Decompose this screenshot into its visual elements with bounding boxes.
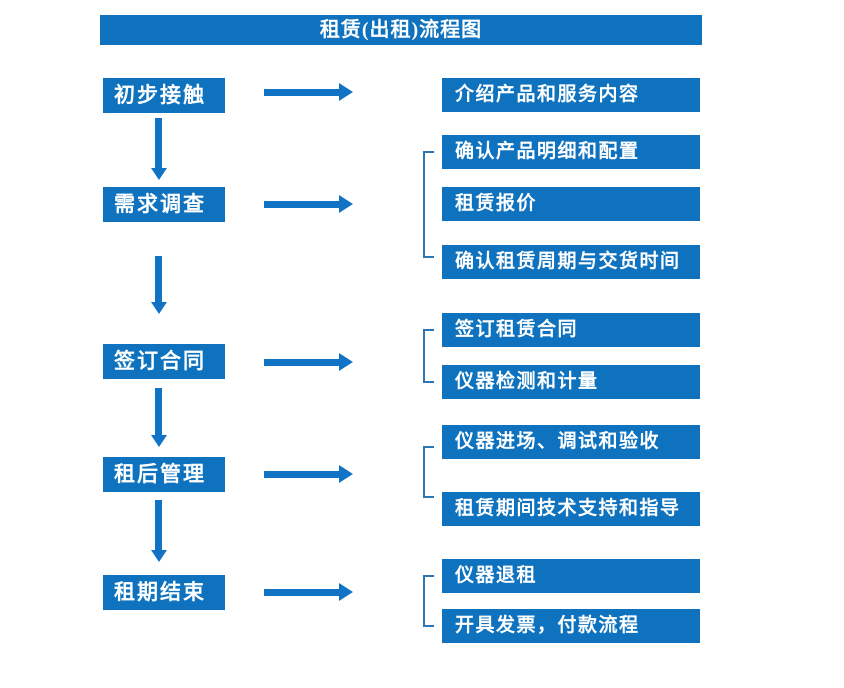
step-box-initial-contact: 初步接触 <box>103 78 225 113</box>
arrow-shaft <box>264 470 339 478</box>
step-box-post-rental-mgmt: 租后管理 <box>103 457 225 492</box>
group-bracket-rental-end <box>423 575 434 627</box>
arrow-head <box>150 550 167 562</box>
down-arrow-icon <box>150 118 167 180</box>
right-arrow-icon <box>264 465 353 483</box>
right-arrow-icon <box>264 353 353 371</box>
step-box-sign-contract: 签订合同 <box>103 344 225 379</box>
detail-box-sign-rental-contract: 签订租赁合同 <box>442 313 700 347</box>
group-bracket-needs-survey <box>423 151 434 258</box>
arrow-head <box>339 83 353 101</box>
arrow-shaft <box>264 200 339 208</box>
step-box-needs-survey: 需求调查 <box>103 187 225 222</box>
group-bracket-sign-contract <box>423 329 434 383</box>
detail-box-rental-quotation: 租赁报价 <box>442 187 700 221</box>
arrow-shaft <box>155 256 162 302</box>
arrow-head <box>150 435 167 447</box>
arrow-head <box>150 302 167 314</box>
right-arrow-icon <box>264 195 353 213</box>
step-box-rental-end: 租期结束 <box>103 575 225 610</box>
arrow-shaft <box>264 358 339 366</box>
flowchart-title: 租赁(出租)流程图 <box>100 15 702 45</box>
detail-box-instrument-arrival: 仪器进场、调试和验收 <box>442 425 700 459</box>
right-arrow-icon <box>264 583 353 601</box>
arrow-head <box>150 168 167 180</box>
arrow-head <box>339 353 353 371</box>
arrow-shaft <box>155 118 162 168</box>
arrow-shaft <box>264 88 339 96</box>
arrow-head <box>339 465 353 483</box>
arrow-shaft <box>264 588 339 596</box>
right-arrow-icon <box>264 83 353 101</box>
arrow-shaft <box>155 500 162 550</box>
down-arrow-icon <box>150 256 167 314</box>
arrow-head <box>339 583 353 601</box>
group-bracket-post-rental-mgmt <box>423 446 434 498</box>
arrow-head <box>339 195 353 213</box>
detail-box-instrument-testing: 仪器检测和计量 <box>442 365 700 399</box>
detail-box-confirm-product-spec: 确认产品明细和配置 <box>442 135 700 169</box>
down-arrow-icon <box>150 388 167 447</box>
detail-box-invoice-payment: 开具发票，付款流程 <box>442 609 700 643</box>
arrow-shaft <box>155 388 162 435</box>
down-arrow-icon <box>150 500 167 562</box>
detail-box-instrument-return: 仪器退租 <box>442 559 700 593</box>
detail-box-introduce-products: 介绍产品和服务内容 <box>442 78 700 112</box>
detail-box-confirm-period: 确认租赁周期与交货时间 <box>442 245 700 279</box>
detail-box-tech-support: 租赁期间技术支持和指导 <box>442 492 700 526</box>
